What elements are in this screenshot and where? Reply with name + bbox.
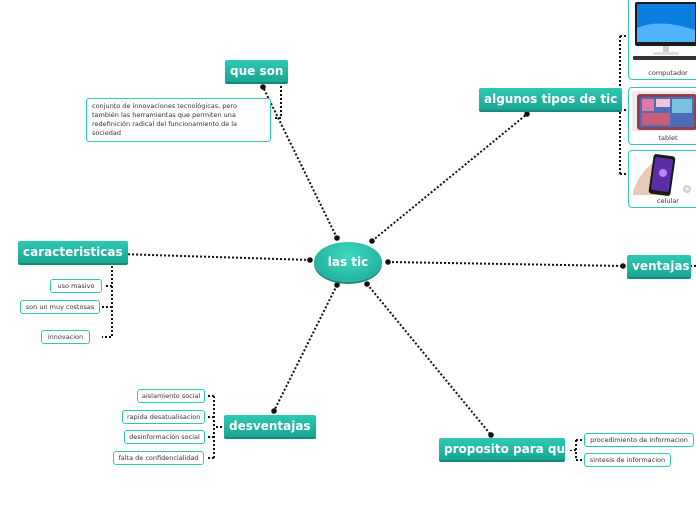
topic-desventajas[interactable]: desventajas: [224, 415, 316, 439]
phone-image: [631, 153, 696, 196]
computer-image: [633, 2, 696, 60]
desv-item-aislamiento[interactable]: aislamiento social: [137, 389, 205, 403]
connector-que-son-note: [275, 86, 282, 119]
caract-item-innovacion[interactable]: innovacion: [41, 330, 90, 344]
type-label-tablet: tablet: [658, 134, 678, 142]
type-label-celular: celular: [657, 197, 679, 205]
topic-ventajas[interactable]: ventajas: [627, 255, 691, 279]
central-topic[interactable]: las tic: [314, 242, 382, 282]
central-topic-label: las tic: [327, 255, 369, 269]
connector-desventajas: [273, 284, 338, 412]
topic-que-son[interactable]: que son: [225, 60, 289, 84]
que-son-note[interactable]: conjunto de innovaciones tecnológicas, p…: [86, 98, 271, 142]
caract-item-uso-masivo[interactable]: uso masivo: [50, 279, 102, 293]
type-card-celular[interactable]: celular: [628, 150, 696, 208]
type-card-computador[interactable]: computador: [628, 0, 696, 80]
desv-item-confidencialidad[interactable]: falta de confidencialidad: [113, 451, 204, 465]
connector-desv-items: [206, 395, 222, 459]
type-card-tablet[interactable]: tablet: [628, 87, 696, 145]
connector-proposito: [366, 283, 492, 436]
tablet-image: [632, 91, 696, 131]
caract-item-costosas[interactable]: son un muy costosas: [20, 300, 100, 314]
desv-item-desatualisacion[interactable]: rapida desatualisacion: [122, 410, 205, 424]
connector-caracteristicas: [118, 253, 311, 261]
connector-prop-items: [566, 439, 584, 461]
prop-item-procedimiento[interactable]: procedimiento de informacion: [584, 433, 694, 447]
topic-algunos-tipos[interactable]: algunos tipos de tic: [479, 88, 623, 112]
prop-item-sintesis[interactable]: sintesis de informacion: [584, 453, 671, 467]
connector-tipos: [371, 113, 528, 242]
connector-caract-items: [102, 262, 113, 338]
connector-ventajas: [387, 261, 624, 267]
topic-proposito[interactable]: proposito para que: [439, 438, 573, 462]
desv-item-desinformacion[interactable]: desinformación social: [124, 430, 205, 444]
type-label-computador: computador: [648, 69, 688, 77]
topic-caracteristicas[interactable]: caracteristicas: [18, 241, 128, 265]
connector-que-son: [262, 86, 338, 239]
